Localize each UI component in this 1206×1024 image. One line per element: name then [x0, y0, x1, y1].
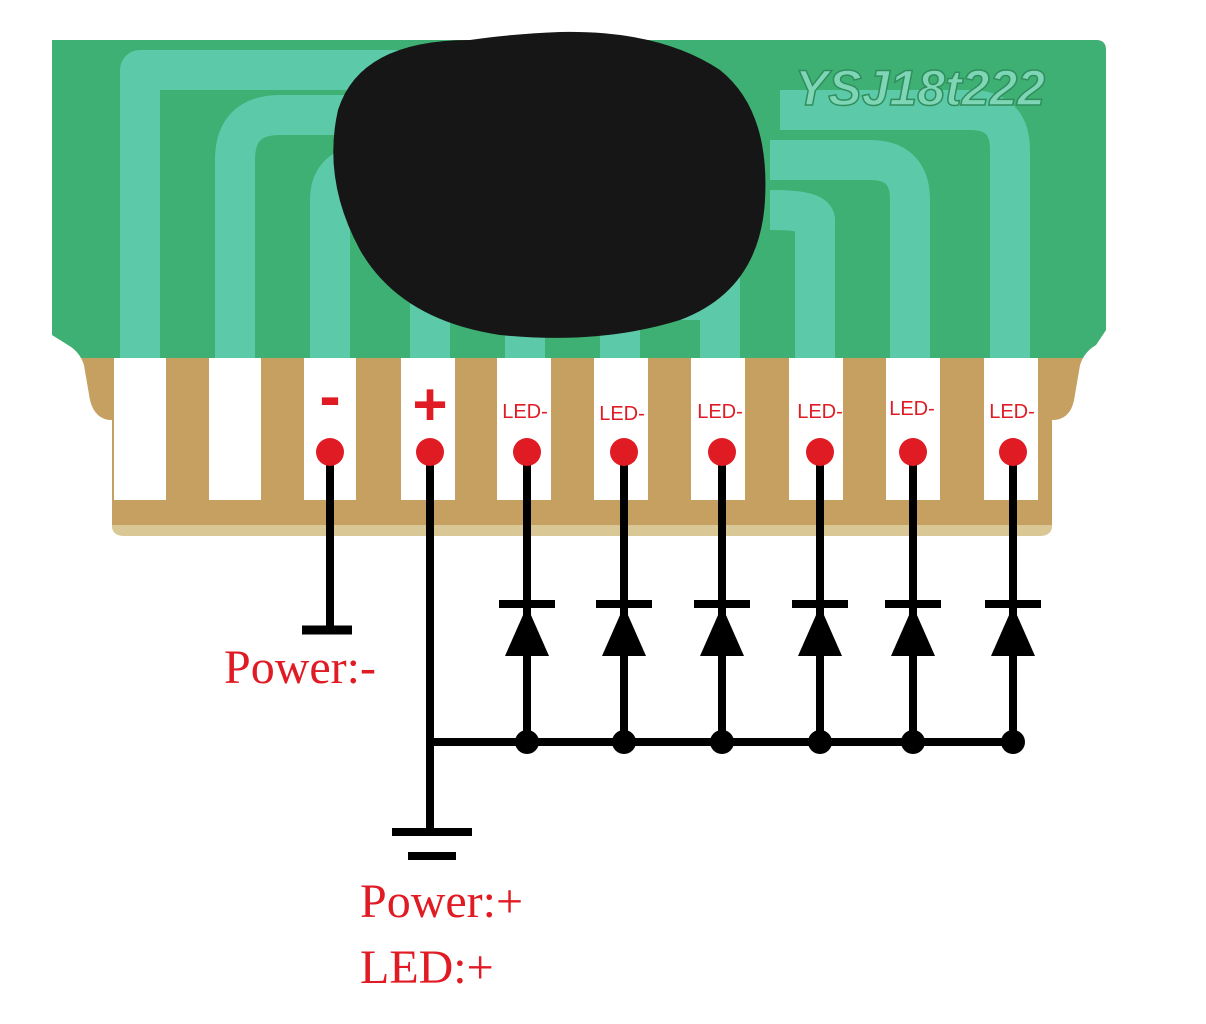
diode-triangle-4	[798, 606, 842, 656]
pin-label-led-2: LED-	[599, 403, 645, 425]
pin-dot-led-6	[999, 438, 1027, 466]
diode-triangle-5	[891, 606, 935, 656]
pad-2	[209, 358, 261, 500]
pin-dot-led-3	[708, 438, 736, 466]
led-branches	[499, 452, 1041, 754]
bus-junction-2	[612, 730, 636, 754]
annotations: Power:- Power:+ LED:+	[224, 641, 523, 994]
led-branch-4	[792, 452, 848, 754]
pcb-board: YSJ18t222	[52, 31, 1106, 536]
annotation-led-plus: LED:+	[360, 941, 494, 994]
pin-label-led-5: LED-	[889, 398, 935, 420]
diode-triangle-1	[505, 606, 549, 656]
bus-junction-6	[1001, 730, 1025, 754]
led-branch-3	[694, 452, 750, 754]
diode-triangle-6	[991, 606, 1035, 656]
led-branch-1	[499, 452, 555, 754]
annotation-power-plus: Power:+	[360, 875, 523, 928]
silkscreen-text: YSJ18t222	[795, 60, 1045, 116]
pin-dot-plus	[416, 438, 444, 466]
led-branch-2	[596, 452, 652, 754]
pin-dot-led-2	[610, 438, 638, 466]
diode-triangle-2	[602, 606, 646, 656]
pin-label-led-3: LED-	[697, 401, 743, 423]
diode-triangle-3	[700, 606, 744, 656]
pad-1	[114, 358, 166, 500]
annotation-power-minus: Power:-	[224, 641, 376, 694]
bus-junction-5	[901, 730, 925, 754]
pin-label-led-4: LED-	[797, 401, 843, 423]
led-branch-5	[885, 452, 941, 754]
bus-junction-4	[808, 730, 832, 754]
pin-dot-led-1	[513, 438, 541, 466]
pin-label-plus: +	[412, 371, 447, 438]
pin-label-minus: -	[319, 360, 340, 432]
pin-dots	[316, 438, 1027, 466]
bus-junction-3	[710, 730, 734, 754]
led-branch-6	[985, 452, 1041, 754]
pin-label-led-6: LED-	[989, 401, 1035, 423]
chip-epoxy-blob	[333, 31, 766, 338]
edge-pads	[114, 358, 1038, 500]
pin-dot-led-4	[806, 438, 834, 466]
bus-junction-1	[515, 730, 539, 754]
pin-dot-minus	[316, 438, 344, 466]
pin-label-led-1: LED-	[502, 401, 548, 423]
board-solder-band	[52, 358, 1106, 525]
pin-dot-led-5	[899, 438, 927, 466]
pin-labels: - + LED- LED- LED- LED- LED- LED-	[319, 360, 1034, 438]
